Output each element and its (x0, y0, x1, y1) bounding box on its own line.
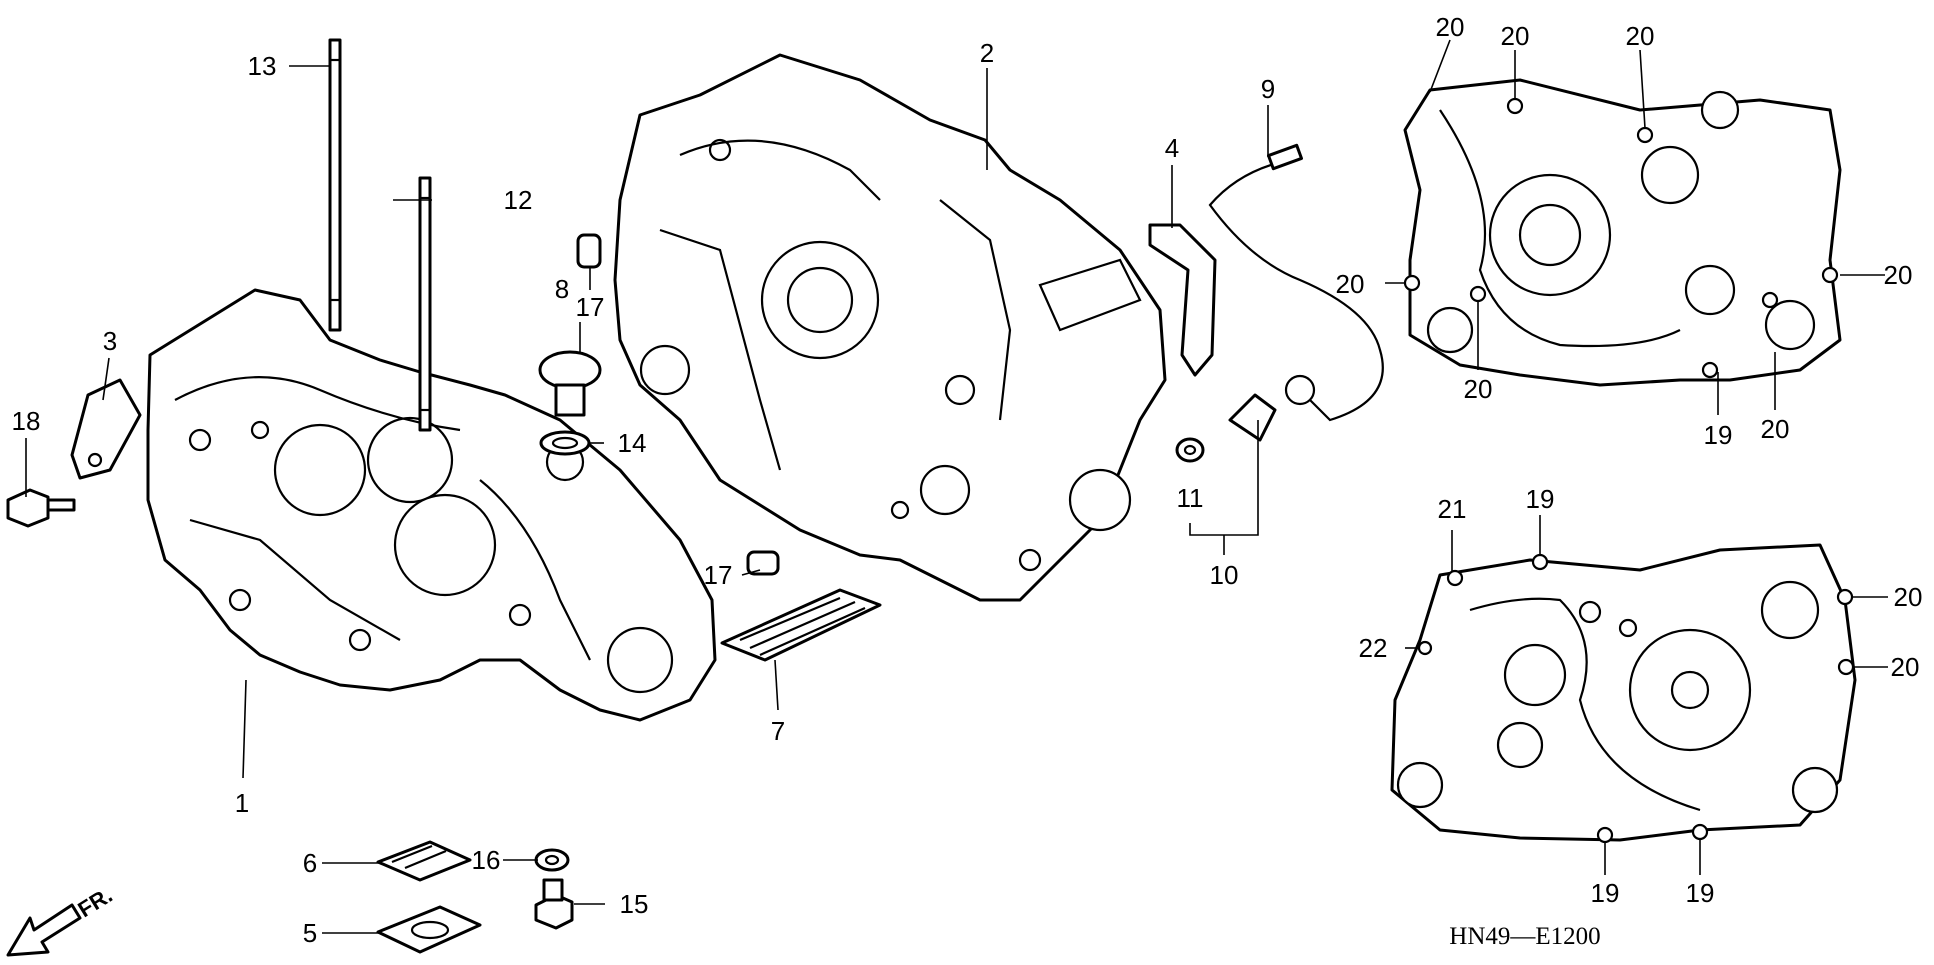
callout-19-lower-right: 19 (1686, 878, 1715, 908)
callout-20-lower-lower: 20 (1891, 652, 1920, 682)
crankcase-gasket-lower-part (1390, 543, 1857, 844)
switch-cable-part (1208, 143, 1384, 422)
callout-1: 1 (235, 788, 249, 818)
callout-20-right: 20 (1884, 260, 1913, 290)
callout-15: 15 (620, 889, 649, 919)
bolt-part (6, 488, 76, 528)
callout-14: 14 (618, 428, 647, 458)
sealing-washer-part (534, 848, 570, 872)
callout-9: 9 (1261, 74, 1275, 104)
callout-11: 11 (1177, 483, 1204, 513)
callout-19-upper: 19 (1704, 420, 1733, 450)
callout-6: 6 (303, 848, 317, 878)
callout-19-lower-top: 19 (1526, 484, 1555, 514)
crankcase-gasket-upper-part (1403, 78, 1842, 387)
callout-13: 13 (248, 51, 277, 81)
callout-18: 18 (12, 406, 41, 436)
oil-screen-large-part (720, 588, 882, 662)
callout-17-lower: 17 (704, 560, 733, 590)
callout-19-lower-left: 19 (1591, 878, 1620, 908)
callout-17-upper: 17 (576, 292, 605, 322)
left-crankcase-part (146, 288, 717, 722)
bracket-part (70, 378, 142, 480)
leader-lines (25, 39, 1888, 934)
oil-filler-cap-part (538, 350, 602, 417)
oil-screen-small-part (376, 840, 472, 882)
callout-2: 2 (980, 38, 994, 68)
callout-labels: 1 2 3 4 5 6 7 8 9 10 11 12 13 14 15 16 1… (12, 12, 1923, 948)
diagram-code: HN49—E1200 (1449, 923, 1600, 950)
callout-21: 21 (1438, 494, 1467, 524)
cable-bracket-part (1148, 223, 1217, 377)
callout-8: 8 (555, 274, 569, 304)
strainer-cover-part (376, 905, 482, 954)
callout-20-top-right: 20 (1626, 21, 1655, 51)
o-ring-part (539, 430, 591, 456)
washer-part (1175, 437, 1205, 463)
callout-20-bottom-right: 20 (1761, 414, 1790, 444)
callout-22: 22 (1359, 633, 1388, 663)
callout-10: 10 (1210, 560, 1239, 590)
callout-3: 3 (103, 326, 117, 356)
callout-12: 12 (504, 185, 533, 215)
dowel-pin-lower-part (746, 550, 780, 576)
callout-16: 16 (472, 845, 501, 875)
callout-20-bottom-left: 20 (1464, 374, 1493, 404)
dowel-pin-upper-part (576, 233, 602, 269)
callout-20-top-left: 20 (1436, 12, 1465, 42)
callout-5: 5 (303, 918, 317, 948)
callout-20-top-mid: 20 (1501, 21, 1530, 51)
right-crankcase-part (613, 53, 1167, 602)
callout-7: 7 (771, 716, 785, 746)
neutral-switch-part (1228, 374, 1316, 442)
callout-20-lower-upper: 20 (1894, 582, 1923, 612)
short-stud-part (418, 176, 432, 432)
front-direction-arrow: FR. (6, 882, 117, 957)
long-stud-part (328, 38, 342, 332)
drain-bolt-part (534, 878, 574, 930)
callout-4: 4 (1165, 133, 1179, 163)
callout-20-left: 20 (1336, 269, 1365, 299)
